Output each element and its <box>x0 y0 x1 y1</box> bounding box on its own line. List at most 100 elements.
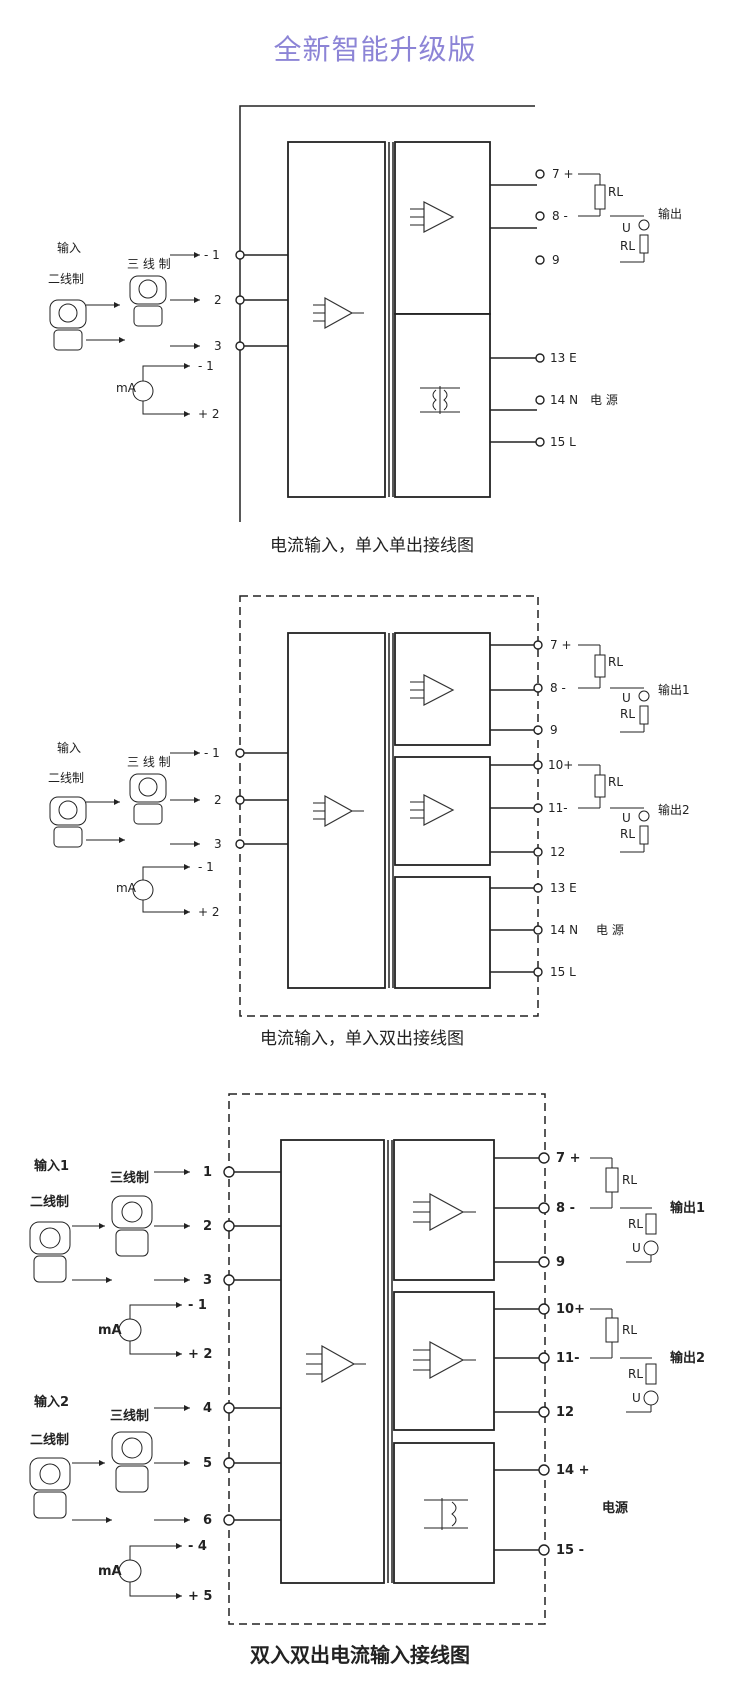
terminal-label: 3 <box>214 339 222 353</box>
terminal-label: 2 <box>214 793 222 807</box>
ma-label: mA <box>116 381 137 395</box>
rl-label: RL <box>628 1367 643 1381</box>
terminal-label: 10+ <box>548 758 573 772</box>
terminal-label: 9 <box>556 1255 565 1270</box>
diagram-3: 1 2 3 4 5 6 7 + 8 - 9 10+ 11- 12 14 + 15… <box>29 1093 705 1667</box>
output2-label: 输出2 <box>658 802 690 817</box>
transmitter-icon <box>49 299 87 351</box>
terminal-label: 3 <box>203 1273 212 1288</box>
diagram-2: 7 + 8 - 9 10+ 11- 12 13 E 14 N 电 源 15 L … <box>48 595 690 1049</box>
rl-label: RL <box>608 655 623 669</box>
transmitter-icon <box>29 1221 71 1283</box>
transformer-icon <box>424 1498 468 1530</box>
u-label: U <box>622 691 631 705</box>
terminal-label: 8 - <box>556 1201 575 1216</box>
transformer-icon <box>420 386 460 414</box>
transmitter-icon <box>129 773 167 825</box>
input2-label: 输入2 <box>34 1394 69 1410</box>
load-resistor <box>578 644 650 733</box>
d3-enclosure <box>228 1093 546 1625</box>
output1-label: 输出1 <box>670 1200 705 1216</box>
input1-label: 输入1 <box>34 1158 69 1174</box>
terminal-label: 14 N <box>550 923 578 937</box>
terminal-label: 2 <box>214 293 222 307</box>
amplifier-icon <box>306 1344 366 1384</box>
terminal-label: 7 + <box>552 167 574 181</box>
terminal-label: + 2 <box>198 905 220 919</box>
terminal-label: 9 <box>552 253 560 267</box>
rl-label: RL <box>622 1323 637 1337</box>
three-wire-label: 三 线 制 <box>127 755 171 769</box>
load-resistor <box>578 764 650 853</box>
terminal-label: 7 + <box>556 1151 580 1166</box>
terminal-label: 14 + <box>556 1463 590 1478</box>
diagram-caption: 电流输入，单入单出接线图 <box>270 536 474 556</box>
u-label: U <box>632 1241 641 1255</box>
transmitter-icon <box>29 1457 71 1519</box>
power-label: 电 源 <box>590 393 618 407</box>
page-title: 全新智能升级版 <box>273 33 477 66</box>
d3-power-module <box>393 1442 495 1584</box>
three-wire-label: 三 线 制 <box>127 257 171 271</box>
d1-output-module <box>394 141 491 315</box>
terminal-label: 5 <box>203 1456 212 1471</box>
terminal-label: 15 L <box>550 435 576 449</box>
terminal-label: - 1 <box>198 359 214 373</box>
u-label: U <box>622 811 631 825</box>
rl-label: RL <box>608 775 623 789</box>
terminal-label: 4 <box>203 1401 212 1416</box>
terminal-label: + 2 <box>188 1347 212 1362</box>
d1-power-module <box>394 313 491 498</box>
three-wire-label: 三线制 <box>110 1408 149 1424</box>
terminal-label: 8 - <box>550 681 566 695</box>
two-wire-label: 二线制 <box>30 1194 69 1210</box>
terminal-label: 13 E <box>550 351 577 365</box>
three-wire-label: 三线制 <box>110 1170 149 1186</box>
power-label: 电源 <box>602 1500 628 1516</box>
terminal-label: 12 <box>550 845 565 859</box>
current-source-icon <box>118 1304 175 1355</box>
diagram-1: 7 + 8 - 9 13 E 14 N 电 源 15 L RL RL U 输出 … <box>48 105 682 556</box>
load-resistor <box>578 173 650 263</box>
load-resistor <box>590 1157 659 1263</box>
amplifier-icon <box>410 674 455 706</box>
rl-label: RL <box>628 1217 643 1231</box>
amplifier-icon <box>410 794 455 826</box>
amplifier-icon <box>413 1340 476 1380</box>
terminal-label: 10+ <box>556 1302 585 1317</box>
terminal-label: 2 <box>203 1219 212 1234</box>
two-wire-label: 二线制 <box>30 1432 69 1448</box>
load-resistor <box>590 1308 659 1413</box>
output1-label: 输出1 <box>658 682 690 697</box>
amplifier-icon <box>413 1192 476 1232</box>
terminal-label: 1 <box>203 1165 212 1180</box>
terminal-label: - 4 <box>188 1539 207 1554</box>
output-label: 输出 <box>658 206 682 221</box>
power-label: 电 源 <box>596 923 624 937</box>
terminal-label: - 1 <box>204 248 220 262</box>
terminal-label: 3 <box>214 837 222 851</box>
output2-label: 输出2 <box>670 1350 705 1366</box>
amplifier-icon <box>410 201 455 233</box>
current-source-icon <box>132 866 185 913</box>
terminal-label: 7 + <box>550 638 572 652</box>
diagram-caption: 电流输入，单入双出接线图 <box>260 1029 464 1049</box>
rl-label: RL <box>620 239 635 253</box>
ma-label: mA <box>98 1564 122 1579</box>
input-label: 输入 <box>57 740 81 755</box>
terminal-label: 8 - <box>552 209 568 223</box>
terminal-label: + 5 <box>188 1589 212 1604</box>
d2-power-module <box>394 876 491 989</box>
rl-label: RL <box>620 707 635 721</box>
terminal-label: + 2 <box>198 407 220 421</box>
two-wire-label: 二线制 <box>48 771 84 785</box>
two-wire-label: 二线制 <box>48 272 84 286</box>
terminal-label: 12 <box>556 1405 574 1420</box>
terminal-label: 14 N <box>550 393 578 407</box>
u-label: U <box>632 1391 641 1405</box>
transmitter-icon <box>111 1431 153 1493</box>
transmitter-icon <box>49 796 87 848</box>
amplifier-icon <box>313 794 364 828</box>
current-source-icon <box>118 1545 175 1597</box>
